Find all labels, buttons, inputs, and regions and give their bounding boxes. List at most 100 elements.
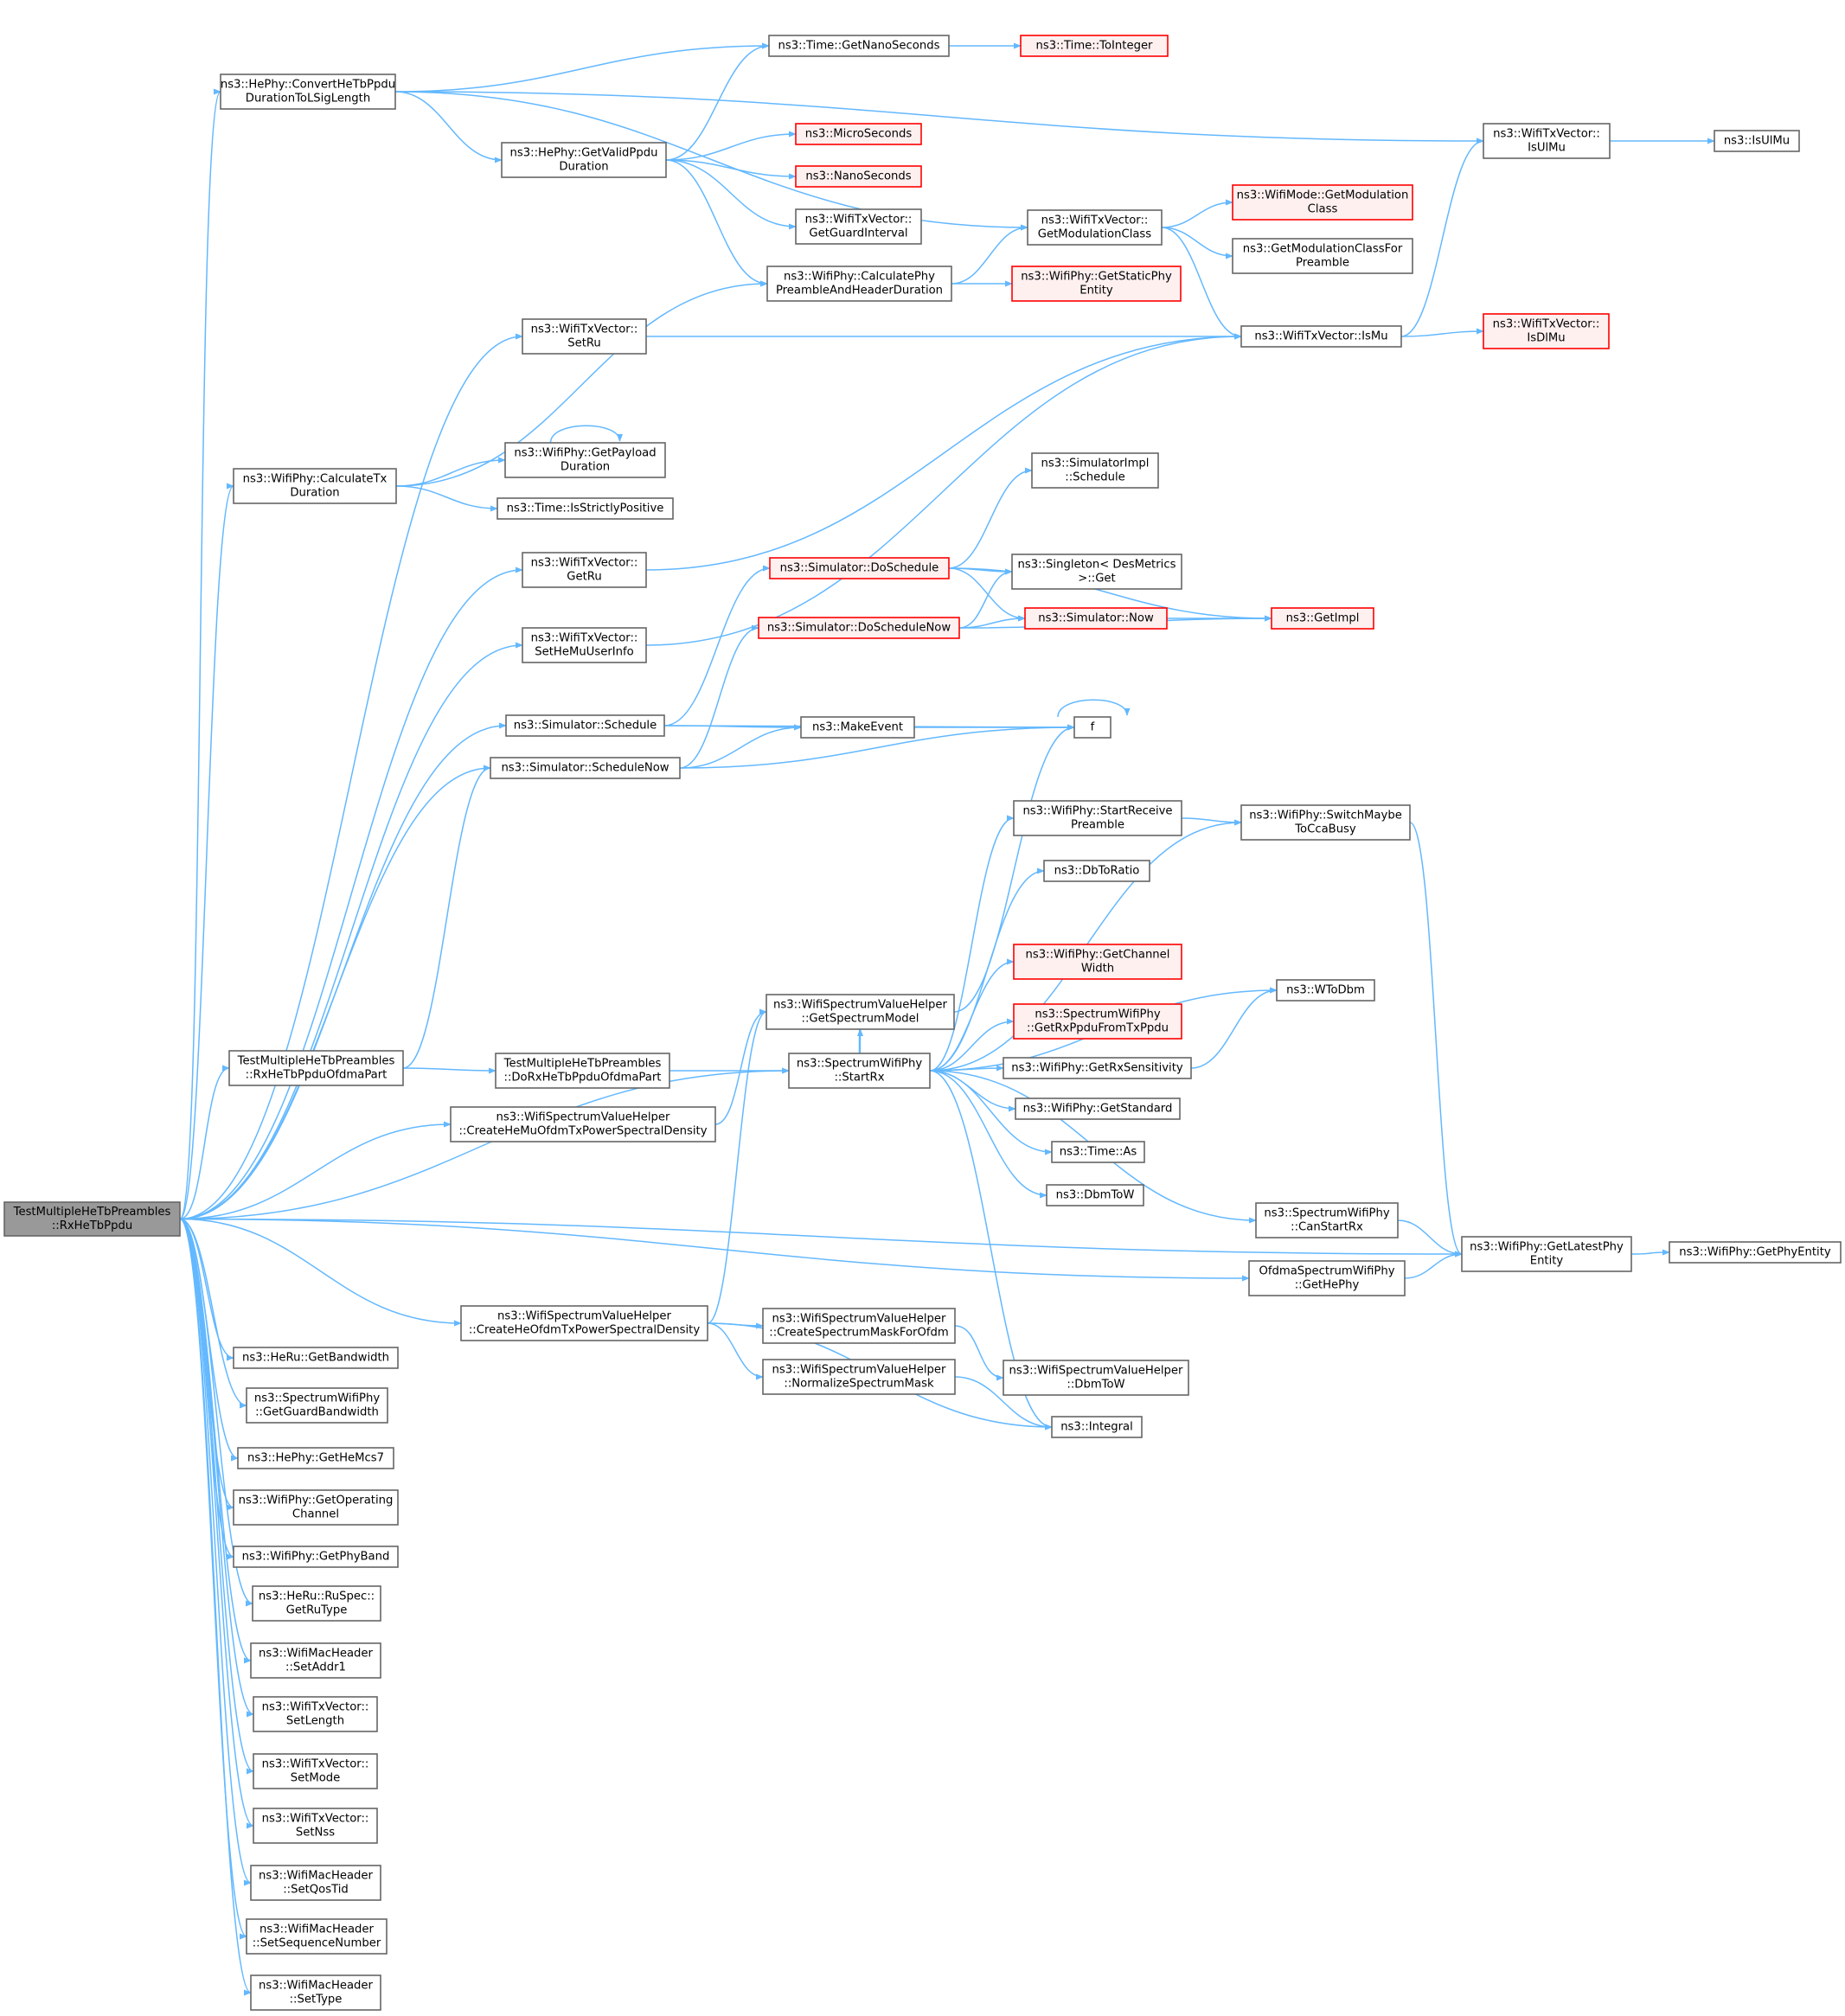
edge-root-to-ru-type: [179, 1218, 253, 1607]
node-time-as[interactable]: ns3::Time::As: [1051, 1141, 1145, 1163]
node-do-schedule-now[interactable]: ns3::Simulator::DoScheduleNow: [758, 617, 960, 639]
node-set-type[interactable]: ns3::WifiMacHeader::SetType: [250, 1974, 381, 2011]
node-do-schedule[interactable]: ns3::Simulator::DoSchedule: [769, 557, 950, 579]
node-label: ns3::WifiTxVector::: [1041, 214, 1149, 227]
node-svh-dbm-to-w[interactable]: ns3::WifiSpectrumValueHelper::DbmToW: [1003, 1360, 1189, 1396]
node-integral[interactable]: ns3::Integral: [1051, 1416, 1143, 1438]
node-set-length[interactable]: ns3::WifiTxVector::SetLength: [253, 1696, 378, 1732]
node-dbm-to-w[interactable]: ns3::DbmToW: [1046, 1184, 1144, 1206]
node-strictly-pos[interactable]: ns3::Time::IsStrictlyPositive: [496, 497, 674, 520]
node-do-rx-he-tb-ofdma[interactable]: TestMultipleHeTbPreambles::DoRxHeTbPpduO…: [495, 1053, 670, 1089]
node-ofdma-get-he-phy[interactable]: OfdmaSpectrumWifiPhy::GetHePhy: [1248, 1260, 1406, 1296]
node-label: ::StartRx: [834, 1072, 884, 1085]
node-box: [1046, 1184, 1144, 1206]
node-get-standard[interactable]: ns3::WifiPhy::GetStandard: [1015, 1098, 1181, 1120]
node-box: [768, 35, 950, 57]
node-make-event[interactable]: ns3::MakeEvent: [800, 716, 915, 739]
node-box: [1051, 1416, 1143, 1438]
node-label: TestMultipleHeTbPreambles: [503, 1058, 662, 1071]
node-sim-now[interactable]: ns3::Simulator::Now: [1024, 607, 1168, 630]
node-label: ns3::WifiPhy::GetPhyEntity: [1679, 1246, 1831, 1259]
edge-ofdma-get-he-phy-to-latest-entity: [1404, 1251, 1463, 1279]
edge-spec-model-to-f: [953, 724, 1075, 1013]
node-guard-bw[interactable]: ns3::SpectrumWifiPhy::GetGuardBandwidth: [246, 1387, 388, 1424]
node-sim-schedule[interactable]: ns3::Simulator::Schedule: [505, 714, 665, 737]
edge-calc-tx-to-calc-phy-pre: [395, 280, 768, 487]
node-set-nss[interactable]: ns3::WifiTxVector::SetNss: [253, 1808, 378, 1844]
node-sim-impl-sched[interactable]: ns3::SimulatorImpl::Schedule: [1031, 452, 1159, 489]
node-start-rx[interactable]: ns3::SpectrumWifiPhy::StartRx: [788, 1053, 931, 1089]
node-label: ns3::SpectrumWifiPhy: [254, 1392, 380, 1405]
edge-set-he-mu-to-is-mu: [645, 333, 1242, 646]
node-w-to-dbm[interactable]: ns3::WToDbm: [1276, 979, 1375, 1002]
node-set-mode[interactable]: ns3::WifiTxVector::SetMode: [253, 1753, 378, 1789]
node-create-he-mu[interactable]: ns3::WifiSpectrumValueHelper::CreateHeMu…: [450, 1106, 716, 1142]
node-get-mod-class[interactable]: ns3::WifiTxVector::GetModulationClass: [1027, 209, 1163, 246]
node-he-mcs7[interactable]: ns3::HePhy::GetHeMcs7: [237, 1447, 394, 1469]
node-label: SetMode: [291, 1772, 341, 1785]
node-label: ::SetQosTid: [283, 1884, 349, 1897]
node-set-addr1[interactable]: ns3::WifiMacHeader::SetAddr1: [250, 1642, 381, 1679]
node-nano-sec[interactable]: ns3::NanoSeconds: [795, 165, 922, 188]
edge-sim-schedule-to-do-schedule: [663, 565, 771, 726]
node-to-integer[interactable]: ns3::Time::ToInteger: [1020, 35, 1169, 57]
node-set-he-mu[interactable]: ns3::WifiTxVector::SetHeMuUserInfo: [522, 627, 647, 663]
edge-root-to-set-nss: [179, 1218, 254, 1829]
node-get-phy-entity[interactable]: ns3::WifiPhy::GetPhyEntity: [1669, 1241, 1842, 1264]
node-spec-model[interactable]: ns3::WifiSpectrumValueHelper::GetSpectru…: [766, 994, 955, 1030]
node-box: [252, 1585, 381, 1622]
node-db-to-ratio[interactable]: ns3::DbToRatio: [1043, 860, 1150, 882]
node-conv-he-tb[interactable]: ns3::HePhy::ConvertHeTbPpduDurationToLSi…: [220, 74, 396, 110]
node-get-ru[interactable]: ns3::WifiTxVector::GetRu: [522, 552, 647, 588]
node-label: ::GetGuardBandwidth: [255, 1406, 379, 1419]
node-box: [250, 1865, 381, 1901]
node-box: [253, 1696, 378, 1732]
node-label: ::CreateHeMuOfdmTxPowerSpectralDensity: [458, 1125, 707, 1138]
node-root[interactable]: TestMultipleHeTbPreambles::RxHeTbPpdu: [3, 1201, 181, 1237]
node-calc-phy-pre[interactable]: ns3::WifiPhy::CalculatePhyPreambleAndHea…: [766, 266, 952, 302]
node-is-ul-mu[interactable]: ns3::WifiTxVector::IsUlMu: [1483, 123, 1611, 159]
node-ru-type[interactable]: ns3::HeRu::RuSpec::GetRuType: [252, 1585, 381, 1622]
node-phy-band[interactable]: ns3::WifiPhy::GetPhyBand: [233, 1546, 399, 1568]
node-set-seq-num[interactable]: ns3::WifiMacHeader::SetSequenceNumber: [246, 1918, 388, 1955]
node-can-start-rx[interactable]: ns3::SpectrumWifiPhy::CanStartRx: [1255, 1202, 1399, 1238]
node-create-mask[interactable]: ns3::WifiSpectrumValueHelper::CreateSpec…: [762, 1308, 956, 1344]
node-rx-he-tb-ofdma[interactable]: TestMultipleHeTbPreambles::RxHeTbPpduOfd…: [228, 1050, 404, 1086]
node-set-qos-tid[interactable]: ns3::WifiMacHeader::SetQosTid: [250, 1865, 381, 1901]
node-rx-sens[interactable]: ns3::WifiPhy::GetRxSensitivity: [1003, 1057, 1192, 1079]
edge-start-rx-to-chan-width: [929, 958, 1015, 1072]
node-singleton-get[interactable]: ns3::Singleton< DesMetrics>::Get: [1011, 554, 1182, 590]
node-micro-sec[interactable]: ns3::MicroSeconds: [795, 123, 922, 145]
node-sim-schedule-now[interactable]: ns3::Simulator::ScheduleNow: [490, 757, 681, 779]
node-f[interactable]: f: [1073, 716, 1111, 739]
node-norm-mask[interactable]: ns3::WifiSpectrumValueHelper::NormalizeS…: [762, 1359, 956, 1395]
node-is-mu[interactable]: ns3::WifiTxVector::IsMu: [1240, 325, 1402, 348]
node-box: [253, 1808, 378, 1844]
node-box: [762, 1359, 956, 1395]
node-label: ns3::Integral: [1060, 1421, 1133, 1434]
node-set-ru[interactable]: ns3::WifiTxVector::SetRu: [522, 318, 647, 355]
node-is-ul-mu-free[interactable]: ns3::IsUlMu: [1714, 130, 1800, 152]
node-box: [246, 1387, 388, 1424]
node-rx-ppdu-from-tx[interactable]: ns3::SpectrumWifiPhy::GetRxPpduFromTxPpd…: [1013, 1003, 1182, 1040]
node-guard-int[interactable]: ns3::WifiTxVector::GetGuardInterval: [795, 208, 922, 245]
node-is-dl-mu[interactable]: ns3::WifiTxVector::IsDlMu: [1483, 313, 1610, 349]
node-get-nano[interactable]: ns3::Time::GetNanoSeconds: [768, 35, 950, 57]
node-create-he-ofdm[interactable]: ns3::WifiSpectrumValueHelper::CreateHeOf…: [460, 1305, 708, 1341]
node-get-impl[interactable]: ns3::GetImpl: [1271, 607, 1374, 630]
node-box: [495, 1053, 670, 1089]
node-mode-get-mod-class[interactable]: ns3::WifiMode::GetModulationClass: [1232, 184, 1413, 221]
node-label: Preamble: [1071, 819, 1124, 832]
node-he-ru-bw[interactable]: ns3::HeRu::GetBandwidth: [233, 1347, 399, 1369]
